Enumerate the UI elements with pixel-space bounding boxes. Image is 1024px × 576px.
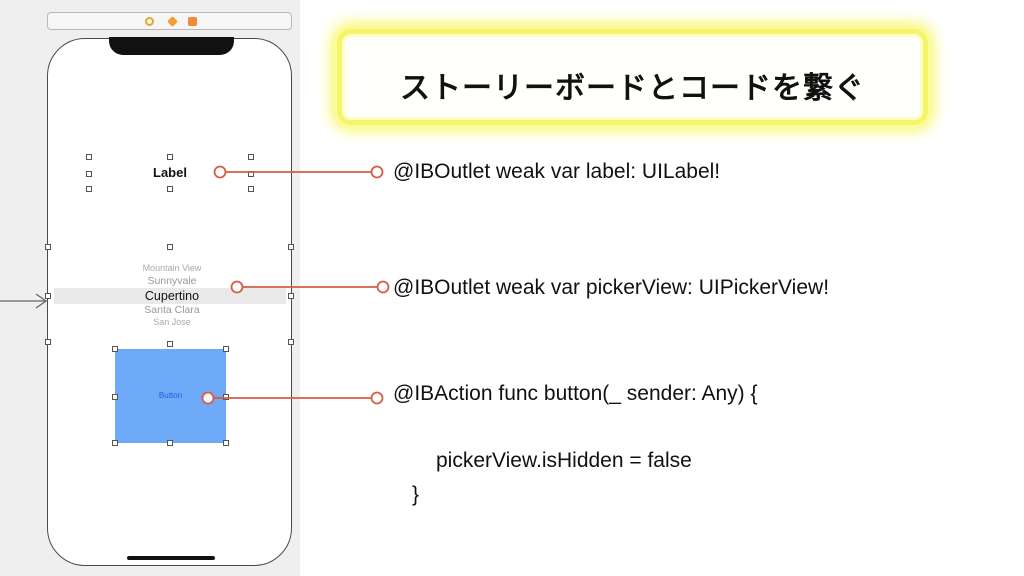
label-resize-handle[interactable] [86,186,92,192]
picker-resize-handle[interactable] [288,244,294,250]
button-resize-handle[interactable] [112,346,118,352]
label-resize-handle[interactable] [86,154,92,160]
button-title[interactable]: Button [158,391,183,400]
title-banner: ストーリーボードとコードを繋ぐ [337,29,928,125]
button-resize-handle[interactable] [223,394,229,400]
button-connection [201,391,384,405]
picker-row[interactable]: Mountain View [142,263,202,273]
action-close-brace: } [412,483,420,506]
button-resize-handle[interactable] [167,341,173,347]
entry-point-arrow-icon [0,293,48,309]
button-resize-handle[interactable] [112,440,118,446]
picker-row[interactable]: Sunnyvale [147,275,197,287]
action-body-code: pickerView.isHidden = false [436,449,692,472]
label-resize-handle[interactable] [167,154,173,160]
picker-resize-handle[interactable] [45,244,51,250]
scene-dock [47,12,292,30]
picker-row-selected[interactable]: Cupertino [144,289,200,303]
notch [109,37,234,55]
view-controller-icon[interactable] [145,17,154,26]
button-resize-handle[interactable] [167,440,173,446]
picker-connection [230,280,390,294]
picker-row[interactable]: San Jose [153,317,191,327]
label-connection [213,165,384,179]
button-resize-handle[interactable] [112,394,118,400]
picker-selection-indicator [54,288,286,304]
storyboard-label[interactable]: Label [153,165,187,180]
home-indicator [127,556,215,560]
picker-resize-handle[interactable] [288,293,294,299]
picker-resize-handle[interactable] [45,293,51,299]
outlet-picker-code: @IBOutlet weak var pickerView: UIPickerV… [393,276,830,299]
label-resize-handle[interactable] [86,171,92,177]
label-resize-handle[interactable] [248,186,254,192]
label-resize-handle[interactable] [248,154,254,160]
page-title: ストーリーボードとコードを繋ぐ [400,71,865,106]
picker-resize-handle[interactable] [45,339,51,345]
button-resize-handle[interactable] [223,440,229,446]
action-signature-code: @IBAction func button(_ sender: Any) { [393,382,758,405]
picker-resize-handle[interactable] [167,244,173,250]
button-resize-handle[interactable] [223,346,229,352]
label-resize-handle[interactable] [167,186,173,192]
exit-icon[interactable] [188,17,197,26]
picker-resize-handle[interactable] [288,339,294,345]
picker-row[interactable]: Santa Clara [144,304,200,316]
outlet-label-code: @IBOutlet weak var label: UILabel! [393,160,721,183]
